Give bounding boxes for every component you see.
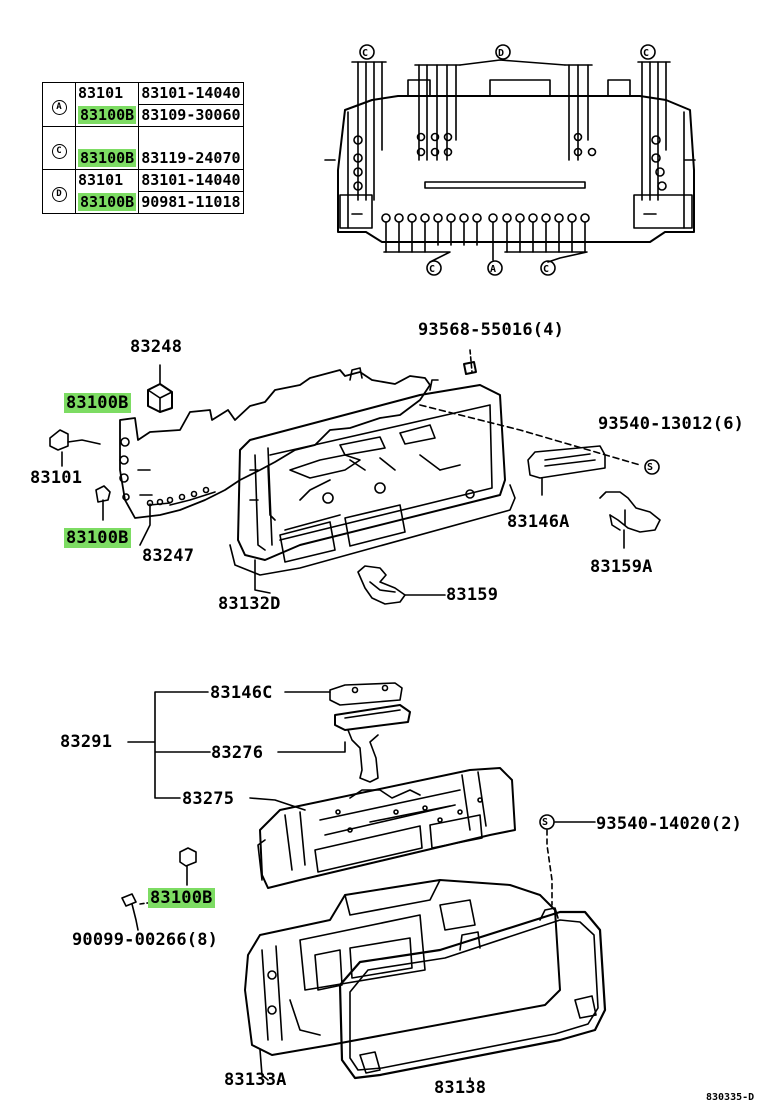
meter-case-assembly (49, 349, 661, 605)
label-83100b-mid: 83100B (64, 528, 131, 548)
legend-letter-a: A (42, 82, 76, 127)
legend-code: 83101 (74, 82, 140, 105)
label-93568-55016: 93568-55016(4) (418, 320, 565, 340)
legend-row-d: D 83101 83101-14040 (42, 169, 244, 214)
s-symbol-top: S (647, 462, 654, 473)
label-93540-13012: 93540-13012(6) (598, 414, 745, 434)
callout-bottom-a: A (490, 264, 497, 275)
label-83247: 83247 (142, 546, 195, 566)
label-83159: 83159 (446, 585, 499, 605)
label-90099-00266: 90099-00266(8) (72, 930, 219, 950)
label-83248: 83248 (130, 337, 183, 357)
callout-bottom-c-left: C (429, 264, 436, 275)
label-83146c: 83146C (210, 683, 273, 703)
label-83275: 83275 (182, 789, 235, 809)
meter-face-assembly (121, 682, 607, 1083)
label-83100b-bottom: 83100B (148, 888, 215, 908)
label-83138: 83138 (434, 1078, 487, 1098)
diagram-code: 830335-D (706, 1092, 755, 1103)
legend-part: 83101-14040 (138, 169, 244, 192)
label-83291: 83291 (60, 732, 113, 752)
label-83100b-top: 83100B (64, 393, 131, 413)
label-83146a: 83146A (507, 512, 570, 532)
legend-table: A 83101 83101-14040 83100B 83109-30060 C… (42, 82, 244, 214)
s-symbol-bottom: S (542, 817, 549, 828)
callout-top-d: D (498, 48, 505, 59)
label-83133a: 83133A (224, 1070, 287, 1090)
legend-code: 83101 (74, 169, 140, 192)
callout-top-c-left: C (362, 48, 369, 59)
callout-top-c-right: C (643, 48, 650, 59)
legend-part: 83119-24070 (138, 148, 244, 170)
label-83132d: 83132D (218, 594, 281, 614)
label-93540-14020: 93540-14020(2) (596, 814, 743, 834)
legend-part: 83109-30060 (138, 104, 244, 127)
label-83276: 83276 (211, 743, 264, 763)
legend-code-highlight: 83100B (74, 148, 140, 170)
label-83159a: 83159A (590, 557, 653, 577)
meter-rear-view (324, 44, 696, 276)
legend-code-highlight: 83100B (74, 191, 140, 214)
label-83101: 83101 (30, 468, 83, 488)
legend-part: 90981-11018 (138, 191, 244, 214)
callout-bottom-c-right: C (543, 264, 550, 275)
legend-part (138, 126, 244, 148)
legend-code-highlight: 83100B (74, 104, 140, 127)
